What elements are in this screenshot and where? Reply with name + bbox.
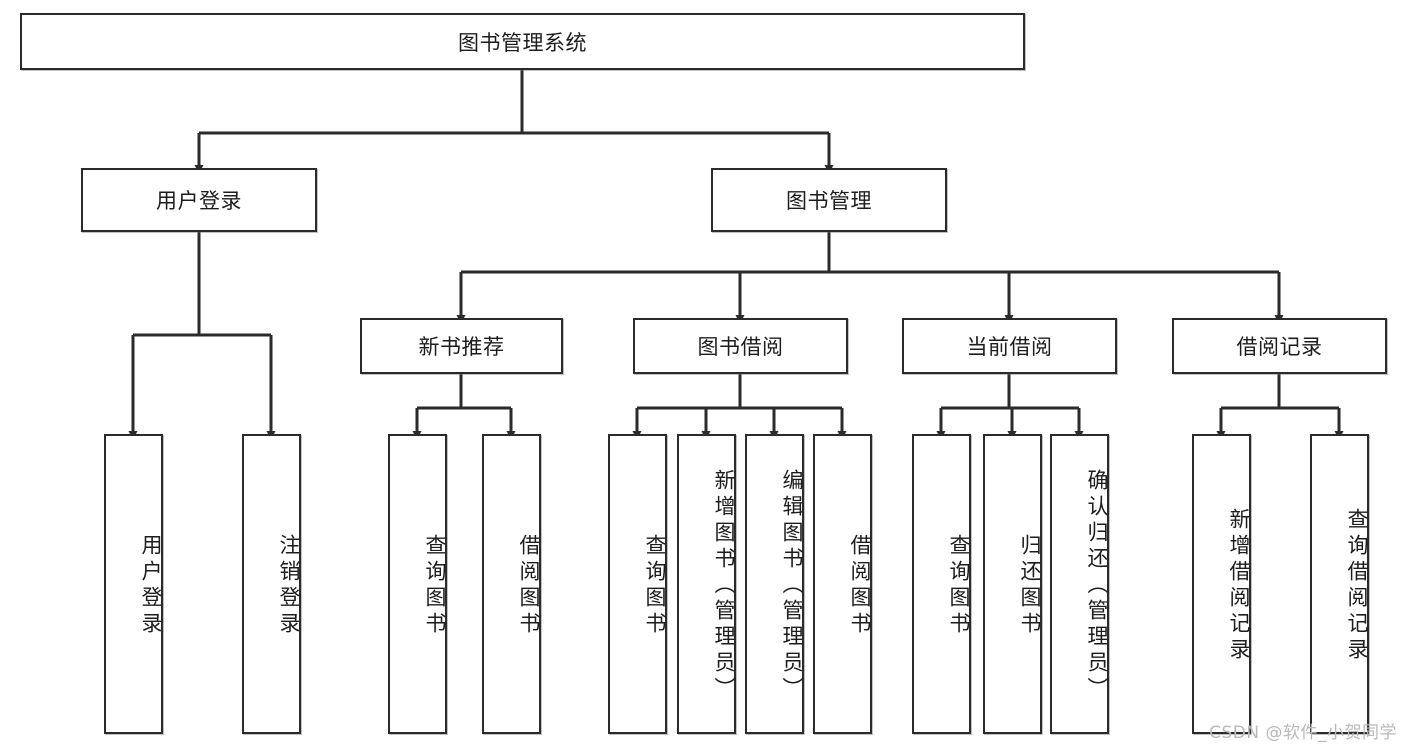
node-level2-2-label: 当前借阅 [966, 335, 1053, 359]
node-level2-0-label: 新书推荐 [418, 335, 505, 359]
node-leaf-5-label: 新增图书（管理员） [712, 469, 736, 703]
node-level2-1[interactable]: 图书借阅 [633, 318, 848, 374]
node-leaf-7-label: 借阅图书 [848, 534, 872, 638]
node-leaf-4[interactable]: 查询图书 [608, 434, 667, 734]
node-leaf-11[interactable]: 新增借阅记录 [1192, 434, 1251, 734]
node-level2-3[interactable]: 借阅记录 [1172, 318, 1387, 374]
node-level1-0-label: 用户登录 [156, 189, 242, 213]
node-leaf-2[interactable]: 查询图书 [388, 434, 447, 734]
node-leaf-8-label: 查询图书 [947, 534, 971, 638]
node-level1-1[interactable]: 图书管理 [711, 168, 947, 232]
node-leaf-8[interactable]: 查询图书 [912, 434, 971, 734]
node-leaf-0[interactable]: 用户登录 [104, 434, 163, 734]
node-leaf-9-label: 归还图书 [1018, 534, 1042, 638]
node-leaf-5[interactable]: 新增图书（管理员） [677, 434, 736, 734]
node-leaf-0-label: 用户登录 [139, 534, 163, 638]
node-leaf-12-label: 查询借阅记录 [1345, 508, 1369, 664]
node-leaf-3[interactable]: 借阅图书 [482, 434, 541, 734]
node-level2-1-label: 图书借阅 [697, 335, 784, 359]
node-leaf-7[interactable]: 借阅图书 [813, 434, 872, 734]
node-leaf-6-label: 编辑图书（管理员） [780, 469, 804, 703]
node-leaf-6[interactable]: 编辑图书（管理员） [745, 434, 804, 734]
node-level2-3-label: 借阅记录 [1236, 335, 1323, 359]
node-leaf-3-label: 借阅图书 [517, 534, 541, 638]
watermark-text: CSDN @软件_小贺同学 [1209, 723, 1397, 743]
node-level1-0[interactable]: 用户登录 [81, 168, 317, 232]
node-leaf-10[interactable]: 确认归还（管理员） [1050, 434, 1109, 734]
node-leaf-2-label: 查询图书 [423, 534, 447, 638]
node-level2-2[interactable]: 当前借阅 [902, 318, 1117, 374]
node-leaf-1[interactable]: 注销登录 [242, 434, 301, 734]
node-leaf-4-label: 查询图书 [643, 534, 667, 638]
node-root-label: 图书管理系统 [458, 30, 587, 55]
node-level1-1-label: 图书管理 [786, 189, 872, 213]
node-leaf-9[interactable]: 归还图书 [983, 434, 1042, 734]
node-level2-0[interactable]: 新书推荐 [360, 318, 563, 374]
node-leaf-1-label: 注销登录 [277, 534, 301, 638]
node-leaf-12[interactable]: 查询借阅记录 [1310, 434, 1369, 734]
node-leaf-11-label: 新增借阅记录 [1227, 508, 1251, 664]
node-leaf-10-label: 确认归还（管理员） [1085, 469, 1109, 703]
node-root[interactable]: 图书管理系统 [20, 13, 1025, 70]
connector-lines [128, 70, 1344, 440]
